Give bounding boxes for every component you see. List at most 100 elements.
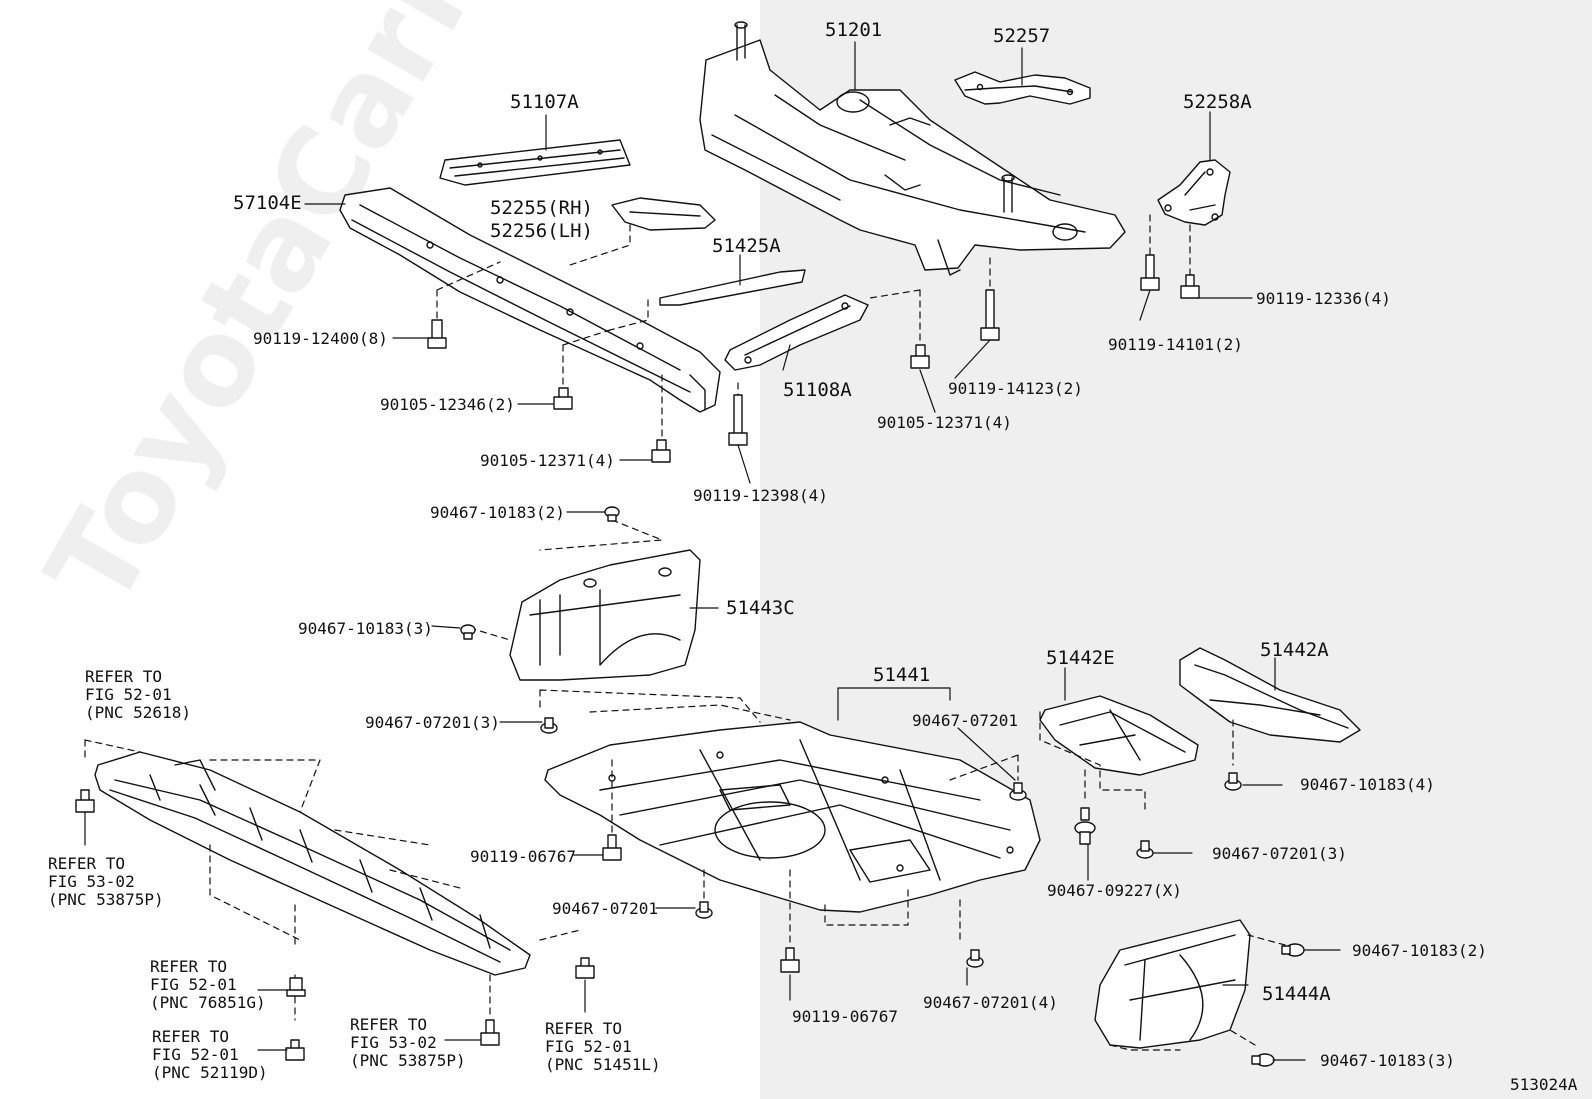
label-51442E: 51442E [1046,647,1115,669]
dashed-leaders [84,214,1286,1051]
label-51107A: 51107A [510,91,579,113]
label-51201: 51201 [825,19,883,41]
label-90105-12346: 90105-12346(2) [380,395,515,414]
bracket-52255-52256 [611,197,716,231]
label-51443C: 51443C [726,597,795,619]
cover-51443C [509,549,701,681]
label-90467-07201-a: 90467-07201(3) [365,713,500,732]
clip-76851G-icon [286,977,306,997]
clip-90467-07201-a-icon [540,717,558,734]
clip-90467-10183-r3-icon [1251,1053,1275,1067]
clip-90467-07201-c-icon [1136,840,1154,859]
refer-note-line: (PNC 76851G) [150,993,266,1012]
label-90105-12371-mid: 90105-12371(4) [877,413,1012,432]
refer-note-line: REFER TO [152,1027,230,1046]
screw-left-1-icon [75,789,95,813]
clip-90467-10183-r2-icon [1281,943,1305,957]
refer-note-line: REFER TO [545,1019,623,1038]
refer-note-line: FIG 52-01 [152,1045,239,1064]
refer-note-line: REFER TO [85,667,163,686]
refer-note-line: (PNC 52119D) [152,1063,268,1082]
bolt-90119-14101-icon [1140,254,1160,291]
label-52256: 52256(LH) [490,220,593,242]
cover-51442A [1179,647,1361,743]
label-52255: 52255(RH) [490,197,593,219]
clip-90467-07201-b-icon [1009,782,1027,801]
label-90467-10183-right: 90467-10183(4) [1300,775,1435,794]
clip-90467-10183-right-icon [1224,772,1242,791]
label-90119-14123: 90119-14123(2) [948,379,1083,398]
label-90467-07201-d: 90467-07201 [552,899,658,918]
refer-note-53875P-left: REFER TO FIG 53-02 (PNC 53875P) [48,855,164,909]
bracket-52257 [954,71,1091,105]
clip-90467-10183-mid-icon [460,624,476,640]
label-90467-10183-mid: 90467-10183(3) [298,619,433,638]
label-90119-06767-a: 90119-06767 [470,847,576,866]
bolt-90119-12398-icon [728,394,748,446]
solid-leaders [84,41,1341,1061]
label-57104E: 57104E [233,192,302,214]
refer-note-line: FIG 53-02 [350,1033,437,1052]
clip-90467-09227-icon [1074,807,1096,845]
brace-51425A [659,269,806,306]
refer-note-53875P-center: REFER TO FIG 53-02 (PNC 53875P) [350,1016,466,1070]
refer-note-line: FIG 52-01 [85,685,172,704]
screw-51451L-icon [575,957,595,979]
refer-note-line: FIG 52-01 [545,1037,632,1056]
refer-note-line: REFER TO [48,854,126,873]
bumper-absorber [94,751,531,976]
label-51444A: 51444A [1262,983,1331,1005]
cover-51441 [544,721,1041,913]
label-90119-14101: 90119-14101(2) [1108,335,1243,354]
screw-52119D-icon [285,1039,305,1061]
bolt-90105-12371-left-icon [651,439,671,463]
refer-note-line: FIG 52-01 [150,975,237,994]
clip-90467-10183-top-icon [604,506,620,522]
label-51425A: 51425A [712,235,781,257]
refer-note-52618: REFER TO FIG 52-01 (PNC 52618) [85,668,191,722]
label-90119-06767-b: 90119-06767 [792,1007,898,1026]
refer-note-line: (PNC 51451L) [545,1055,661,1074]
refer-note-51451L: REFER TO FIG 52-01 (PNC 51451L) [545,1020,661,1074]
bolt-90105-12371-mid-icon [910,344,930,369]
refer-note-line: FIG 53-02 [48,872,135,891]
bolt-90119-12336-icon [1180,274,1200,299]
refer-note-line: (PNC 53875P) [350,1051,466,1070]
bolt-90105-12346-icon [553,387,573,410]
label-51108A: 51108A [783,379,852,401]
refer-note-line: REFER TO [350,1015,428,1034]
crossmember-51201 [699,21,1126,276]
label-90467-10183-r3: 90467-10183(3) [1320,1051,1455,1070]
label-90467-10183-r2: 90467-10183(2) [1352,941,1487,960]
crossmember-57104E [339,187,721,413]
label-90467-07201-c: 90467-07201(3) [1212,844,1347,863]
label-52258A: 52258A [1183,91,1252,113]
bolt-90119-06767-a-icon [602,834,622,861]
refer-note-52119D: REFER TO FIG 52-01 (PNC 52119D) [152,1028,268,1082]
label-90119-12398: 90119-12398(4) [693,486,828,505]
bolt-90119-14123-icon [980,289,1000,341]
clip-90467-07201-e-icon [966,949,984,968]
cover-51442E [1039,695,1199,776]
label-90467-10183-top: 90467-10183(2) [430,503,565,522]
label-90119-12400: 90119-12400(8) [253,329,388,348]
label-51441: 51441 [873,664,931,686]
bolt-90119-06767-b-icon [780,947,800,973]
label-90467-07201-b: 90467-07201 [912,711,1018,730]
figure-code: 513024A [1510,1075,1578,1094]
screw-53875P-icon [480,1019,500,1046]
cover-51444A [1094,919,1251,1049]
bracket-52258A [1157,159,1231,226]
bolt-90119-12400-icon [427,319,447,349]
label-51442A: 51442A [1260,639,1329,661]
refer-note-line: (PNC 52618) [85,703,191,722]
refer-note-76851G: REFER TO FIG 52-01 (PNC 76851G) [150,958,266,1012]
label-52257: 52257 [993,25,1051,47]
brace-51108A [724,294,869,371]
label-90119-12336: 90119-12336(4) [1256,289,1391,308]
refer-note-line: (PNC 53875P) [48,890,164,909]
label-90105-12371-left: 90105-12371(4) [480,451,615,470]
refer-note-line: REFER TO [150,957,228,976]
